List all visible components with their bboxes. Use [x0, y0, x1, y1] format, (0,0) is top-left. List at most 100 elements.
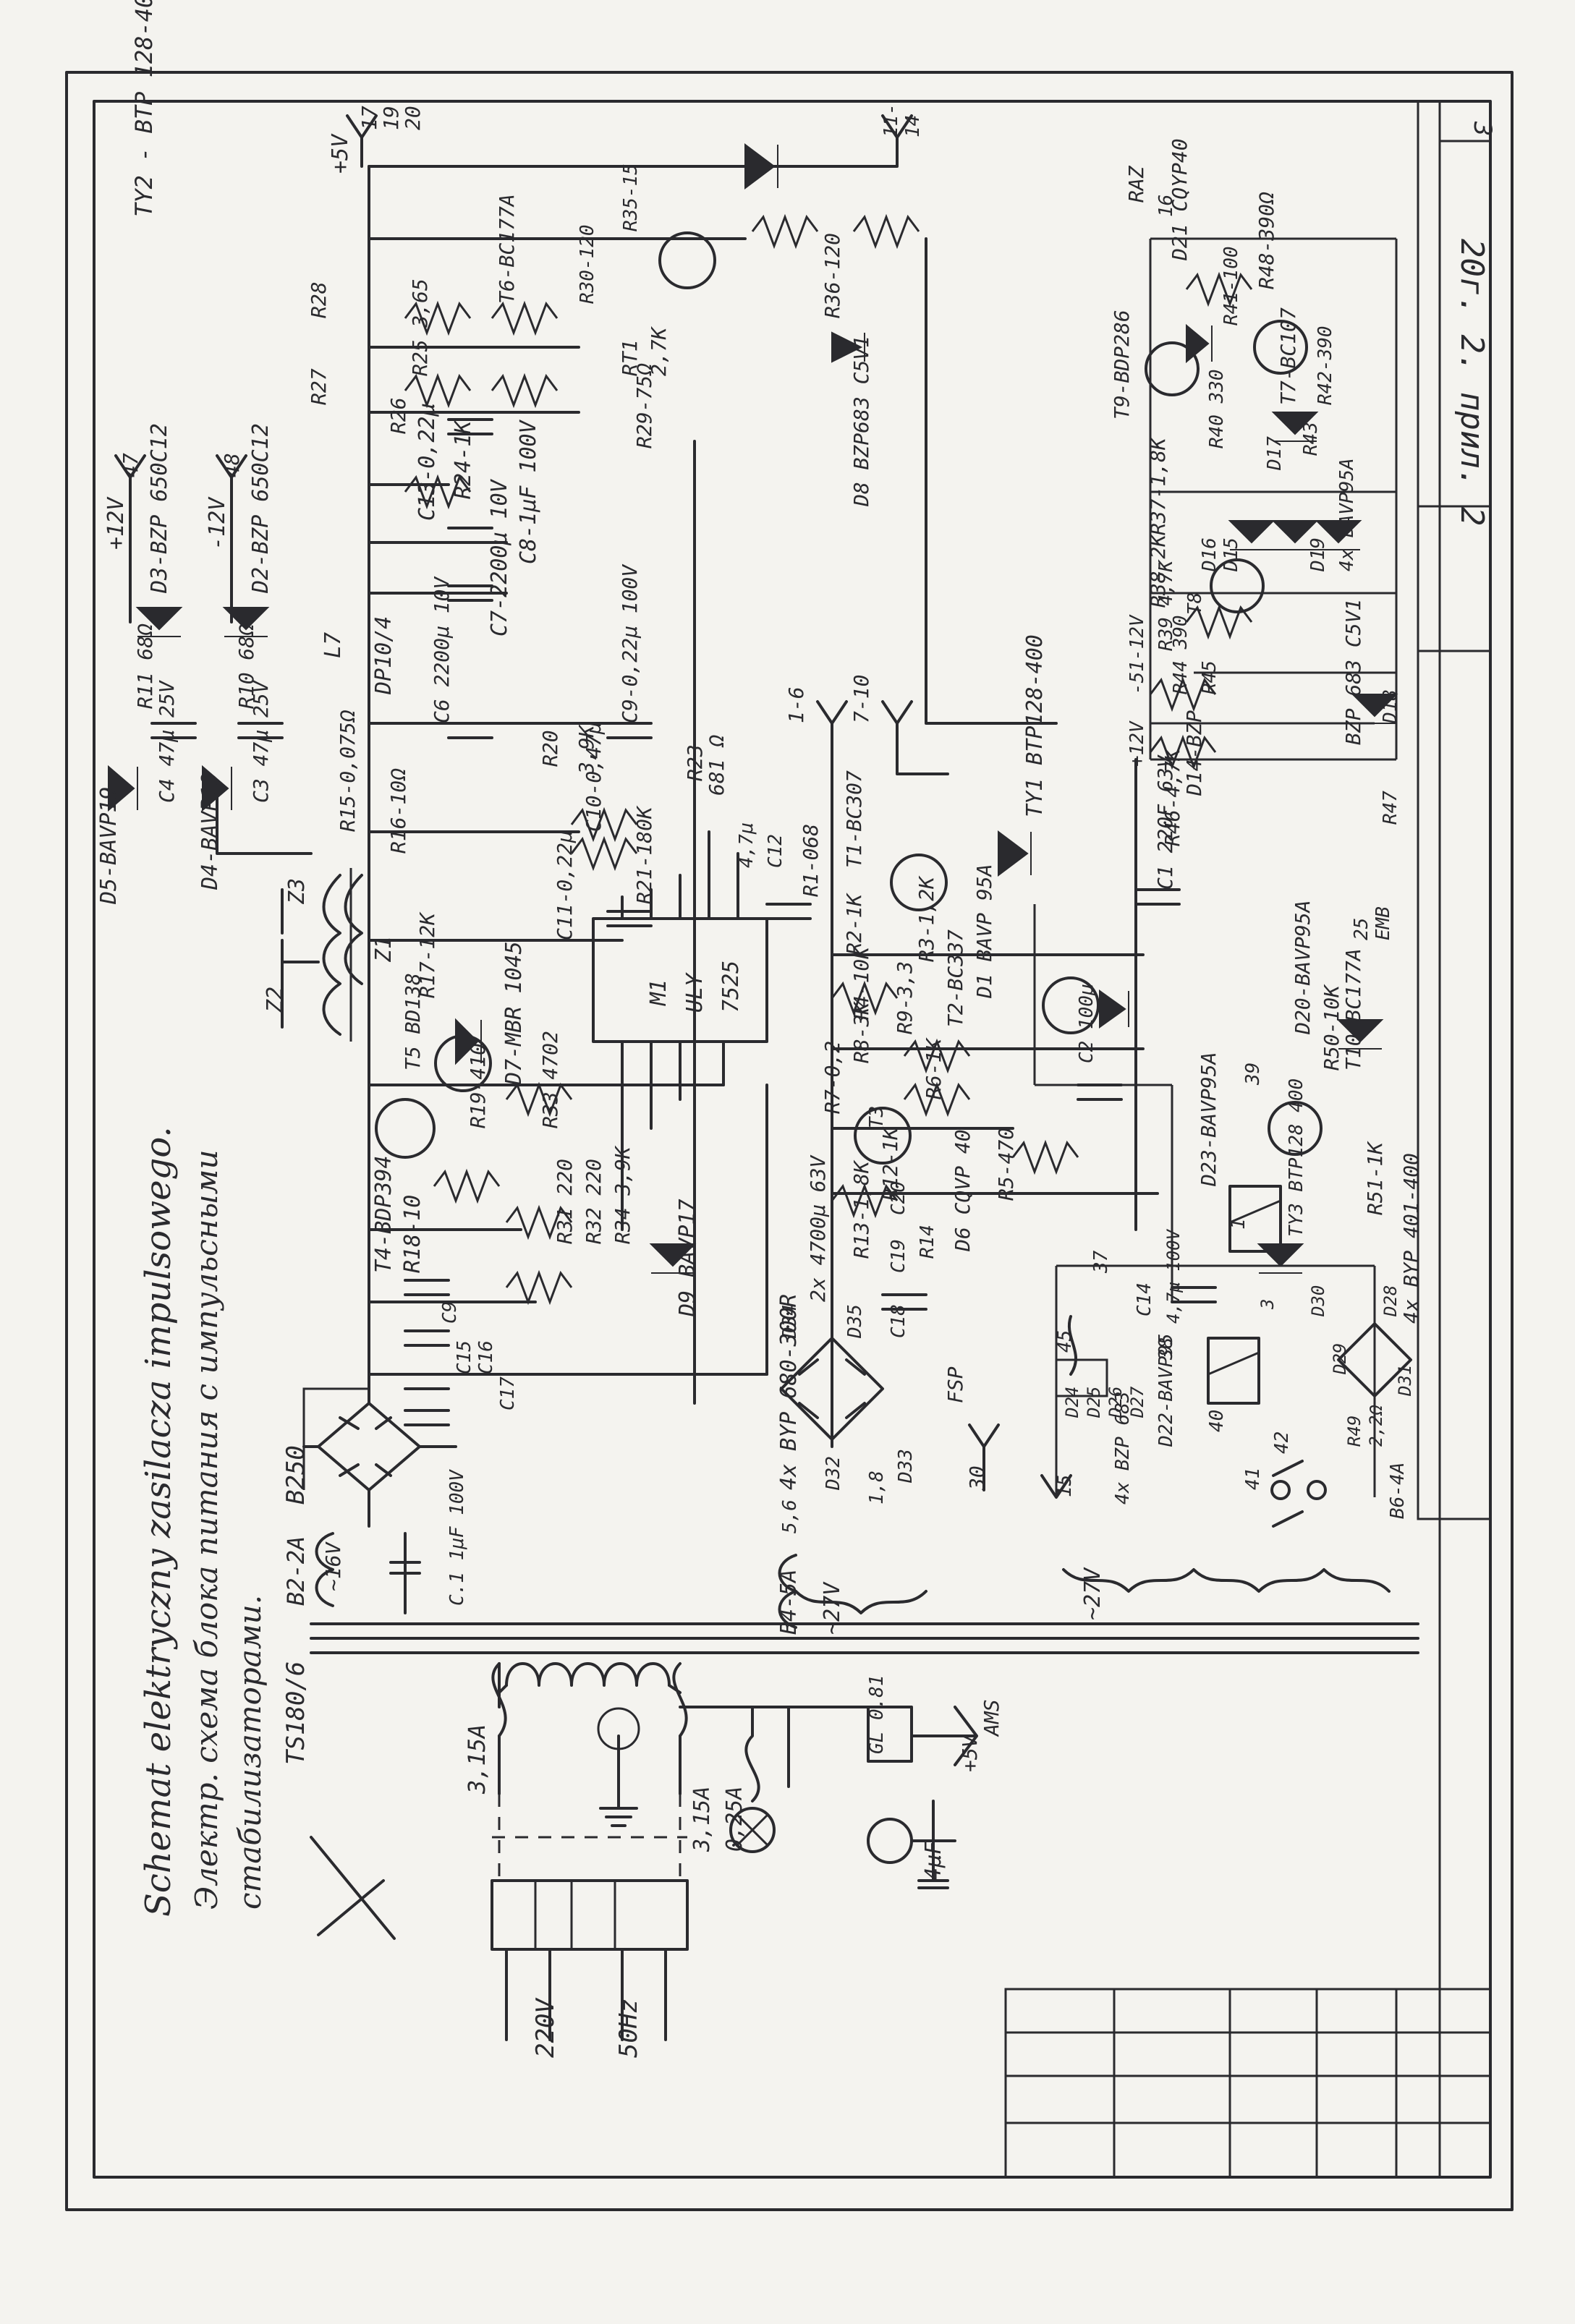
r21-label: R21-180K: [632, 805, 656, 904]
t10-label: T10-BC177A: [1341, 948, 1365, 1071]
pin-42-label: 42: [1271, 1431, 1293, 1454]
r50-label: R50-10K: [1320, 984, 1343, 1071]
r4-label: R4-10K: [849, 945, 873, 1020]
transformer-secondary-27v: [1062, 1568, 1391, 1593]
c20-label: C20: [888, 1181, 909, 1215]
r40-label: R40 330: [1206, 369, 1228, 448]
r41-label: R41-100: [1220, 246, 1242, 325]
c16-label: C16: [475, 1340, 497, 1374]
sheet-outer-frame: [65, 71, 1514, 2211]
bridge2-label: 4x BYP 680-300R: [776, 1294, 802, 1490]
d18-label: D18: [1380, 689, 1401, 724]
d8-label: D8 BZP683 C5V1: [849, 336, 873, 507]
d5-label: D5-BAVP19: [96, 786, 122, 905]
ic-num-label: 7525: [718, 961, 744, 1013]
r29-label: R29-75Ω: [632, 363, 656, 448]
r24-label: R24-1K: [451, 420, 476, 499]
transistor-t7: [1253, 320, 1308, 375]
labels-right: T9-BDP286 T8 T7-BC107 D21 CQYP40 R48-390…: [1054, 138, 1423, 1620]
c4-label: C4 47μ 25V: [155, 679, 179, 803]
cap-c1: [1134, 888, 1181, 906]
mains-switch: [492, 1794, 687, 1881]
pin-19-label: 19: [379, 106, 403, 130]
pin-14-label: 14: [902, 115, 924, 137]
capacitors: [150, 418, 1217, 1426]
bridge-ac-label: ~16V: [321, 1541, 345, 1591]
r18-label: R18-10: [400, 1195, 425, 1273]
d33-label: D33: [895, 1449, 917, 1484]
pin-1-label: 1: [1228, 1218, 1249, 1230]
thyristor-ty1: [998, 830, 1032, 877]
pin-25-label: 25: [1351, 918, 1372, 940]
z1-label: Z1: [371, 936, 396, 963]
title-polish: Schemat elektryczny zasilacza impulsoweg…: [138, 1126, 179, 1917]
d4-label: D4-BAVP19: [198, 772, 223, 890]
r26-label: R26: [386, 397, 410, 434]
emb-label: EMB: [1372, 906, 1394, 940]
cap-c3: [237, 722, 284, 739]
c12-label: C12: [765, 834, 786, 868]
fuse-right: [672, 1662, 688, 1737]
d3-label: D3-BZP 650C12: [147, 423, 172, 594]
transistor-t9: [1145, 341, 1200, 396]
transformer-primary: [505, 1662, 671, 1687]
c8-label: C8-1μF 100V: [516, 419, 541, 564]
rt1-label: RT1: [618, 339, 642, 376]
c12-value: 4,7μ: [736, 822, 757, 868]
pin-17-label: 17: [357, 106, 381, 130]
c13-label: C13-0,22μ: [415, 403, 440, 521]
d26-label: D26: [1105, 1387, 1126, 1418]
cap-4uf-label: 4μF: [921, 1841, 946, 1881]
diode-d5: [108, 765, 138, 812]
c2-label: C2 100μ: [1076, 984, 1098, 1063]
title-russian-line1: Электр. схема блока питания с импульсным…: [189, 1149, 224, 1910]
labels-mid: 4x BYP 680-300R D32 D33 D34 D35 C18 C19 …: [776, 634, 1177, 1635]
relay-2: [1207, 1337, 1260, 1405]
c19-label: C19: [888, 1239, 909, 1273]
r34-label: R34 3,9K: [611, 1145, 634, 1244]
r10-label: R10 68Ω: [234, 623, 258, 709]
d25-label: D25: [1084, 1387, 1104, 1418]
r32-label: R32 220: [582, 1159, 606, 1244]
thyristor-ty2: [744, 143, 778, 190]
bridge-b250: [302, 1366, 457, 1614]
r11-label: R11 68Ω: [133, 623, 157, 709]
bridge3-label: 4x BYP 401-400: [1399, 1153, 1423, 1324]
dp1014-label: DP10/4: [371, 616, 396, 695]
ty1-label: TY1 BTP128-400: [1022, 634, 1048, 817]
diode-d17: [1271, 412, 1319, 442]
pin-39-label: 39: [1242, 1063, 1264, 1086]
r28-label: R28: [307, 281, 331, 318]
d7-label: D7-MBR 1045: [501, 941, 527, 1086]
pin-3-label: 3: [1257, 1299, 1278, 1310]
pin-38-label: 38: [1155, 1337, 1177, 1361]
bridge-cap-label: C.1 1μF 100V: [446, 1469, 468, 1606]
r20-label: R20: [538, 730, 562, 767]
diode-d21: [1186, 323, 1213, 364]
c1-label: C1 220F 63V: [1153, 754, 1177, 890]
ams-label: AMS: [980, 1699, 1003, 1737]
c14-label: C14: [1134, 1282, 1155, 1316]
raz-label: RAZ: [1124, 165, 1148, 203]
c17-label: C17: [497, 1376, 519, 1410]
pin-30-label: 30: [965, 1465, 989, 1491]
z3-label: Z3: [284, 878, 310, 905]
r2-label: R2-1K: [842, 893, 866, 955]
t5-label: T5 BD138: [401, 973, 425, 1071]
r9-label: R9-3,3: [893, 961, 917, 1034]
mains-section: [491, 1662, 978, 2041]
title-block: [1004, 100, 1492, 2179]
c3-label: C3 47μ 25V: [249, 679, 273, 803]
r47-label: R47: [1380, 791, 1401, 825]
cap-c4: [150, 722, 197, 739]
r13-label: R13-1,8K: [849, 1159, 873, 1259]
pin-18-label: 1,8: [866, 1470, 888, 1504]
bzp683-label: 4x BZP 683: [1112, 1391, 1134, 1504]
bridge-fuse-label: B2-2A: [282, 1536, 310, 1606]
d6-label: D6 CQVP 40: [951, 1129, 975, 1252]
c6-label: C6 2200μ 10V: [430, 576, 454, 723]
v12a-label: +12V: [1126, 720, 1148, 767]
t8-label: T8: [1184, 592, 1206, 615]
r15-label: R15-0,075Ω: [336, 710, 360, 832]
r48-label: R48-390Ω: [1255, 192, 1278, 289]
